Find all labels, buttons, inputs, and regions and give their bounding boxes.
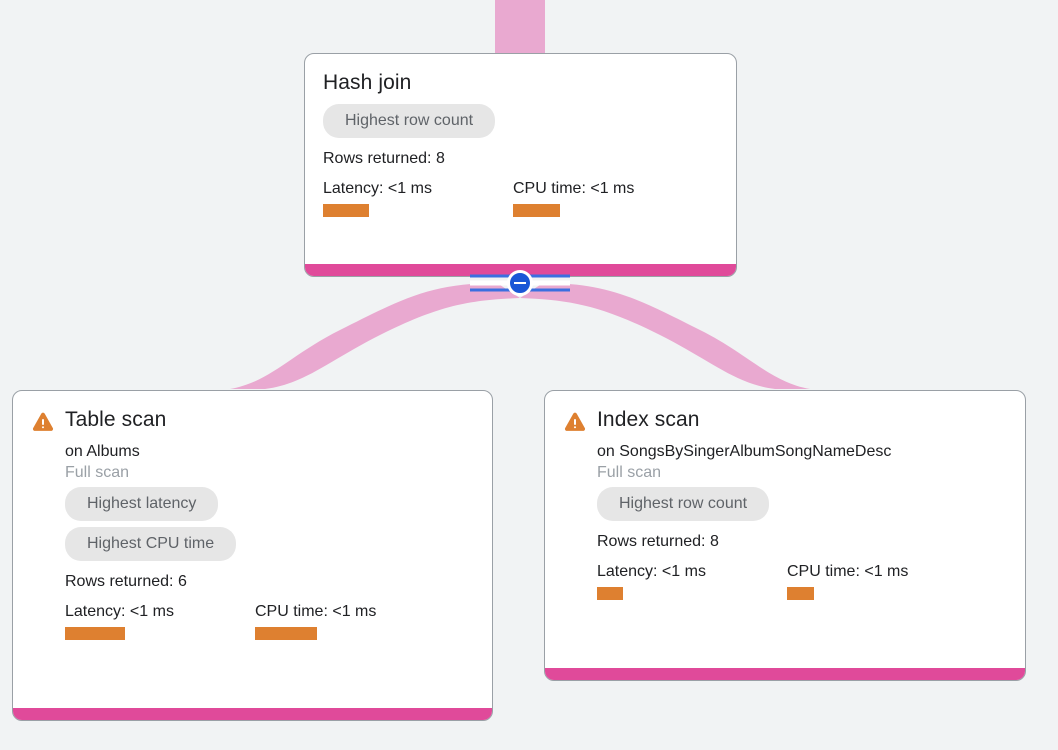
node-body: Index scan on SongsBySingerAlbumSongName…: [545, 391, 1025, 668]
edge-hash-join-to-index-scan: [520, 283, 810, 389]
node-metrics: Latency: <1 ms CPU time: <1 ms: [597, 561, 1007, 600]
node-accent-bar: [545, 668, 1025, 680]
plan-node-hash-join[interactable]: Hash join Highest row count Rows returne…: [304, 53, 737, 277]
node-subtitle: on Albums: [65, 443, 140, 460]
node-title: Table scan: [65, 408, 167, 431]
metric-latency-bar: [597, 587, 623, 600]
plan-node-table-scan[interactable]: Table scan on Albums Full scan Highest l…: [12, 390, 493, 721]
rows-returned: Rows returned: 8: [597, 533, 719, 550]
node-metrics: Latency: <1 ms CPU time: <1 ms: [65, 601, 474, 640]
metric-cpu-time-bar: [513, 204, 560, 217]
metric-latency-bar: [65, 627, 125, 640]
minus-icon: [514, 282, 526, 284]
warning-slot: [31, 407, 65, 433]
node-title: Hash join: [323, 71, 412, 94]
metric-cpu-time-label: CPU time: <1 ms: [255, 603, 377, 620]
metric-cpu-time-bar: [787, 587, 814, 600]
node-metrics: Latency: <1 ms CPU time: <1 ms: [323, 178, 718, 217]
node-content: Index scan on SongsBySingerAlbumSongName…: [597, 407, 1007, 600]
node-body: Hash join Highest row count Rows returne…: [305, 54, 736, 264]
node-subnote: Full scan: [65, 464, 130, 481]
metric-cpu-time-bar: [255, 627, 317, 640]
chip-highest-latency[interactable]: Highest latency: [65, 487, 219, 521]
node-chips: Highest latency Highest CPU time: [65, 487, 474, 567]
node-content: Hash join Highest row count Rows returne…: [323, 70, 718, 217]
chip-highest-cpu-time[interactable]: Highest CPU time: [65, 527, 237, 561]
metric-cpu-time-label: CPU time: <1 ms: [513, 180, 635, 197]
plan-node-index-scan[interactable]: Index scan on SongsBySingerAlbumSongName…: [544, 390, 1026, 681]
metric-latency-bar: [323, 204, 369, 217]
node-content: Table scan on Albums Full scan Highest l…: [65, 407, 474, 640]
node-accent-bar: [13, 708, 492, 720]
node-subtitle: on SongsBySingerAlbumSongNameDesc: [597, 443, 892, 460]
edge-parent-to-hash-join: [495, 0, 545, 54]
node-body: Table scan on Albums Full scan Highest l…: [13, 391, 492, 708]
edge-hash-join-to-table-scan: [230, 283, 520, 389]
warning-triangle-icon: [564, 412, 586, 431]
metric-cpu-time: CPU time: <1 ms: [787, 561, 908, 600]
warning-triangle-icon: [32, 412, 54, 431]
metric-latency: Latency: <1 ms: [597, 561, 787, 600]
metric-cpu-time: CPU time: <1 ms: [513, 178, 634, 217]
metric-cpu-time-label: CPU time: <1 ms: [787, 563, 909, 580]
node-chips: Highest row count: [597, 487, 1007, 527]
chip-highest-row-count[interactable]: Highest row count: [597, 487, 770, 521]
metric-latency-label: Latency: <1 ms: [323, 180, 432, 197]
collapse-children-toggle[interactable]: [507, 270, 533, 296]
node-title: Index scan: [597, 408, 700, 431]
warning-slot: [563, 407, 597, 433]
metric-latency-label: Latency: <1 ms: [597, 563, 706, 580]
metric-latency: Latency: <1 ms: [323, 178, 513, 217]
metric-latency-label: Latency: <1 ms: [65, 603, 174, 620]
metric-latency: Latency: <1 ms: [65, 601, 255, 640]
collapse-toggle-group[interactable]: [470, 270, 570, 296]
metric-cpu-time: CPU time: <1 ms: [255, 601, 376, 640]
rows-returned: Rows returned: 6: [65, 573, 187, 590]
node-chips: Highest row count: [323, 104, 718, 144]
node-subnote: Full scan: [597, 464, 662, 481]
rows-returned: Rows returned: 8: [323, 150, 445, 167]
chip-highest-row-count[interactable]: Highest row count: [323, 104, 496, 138]
